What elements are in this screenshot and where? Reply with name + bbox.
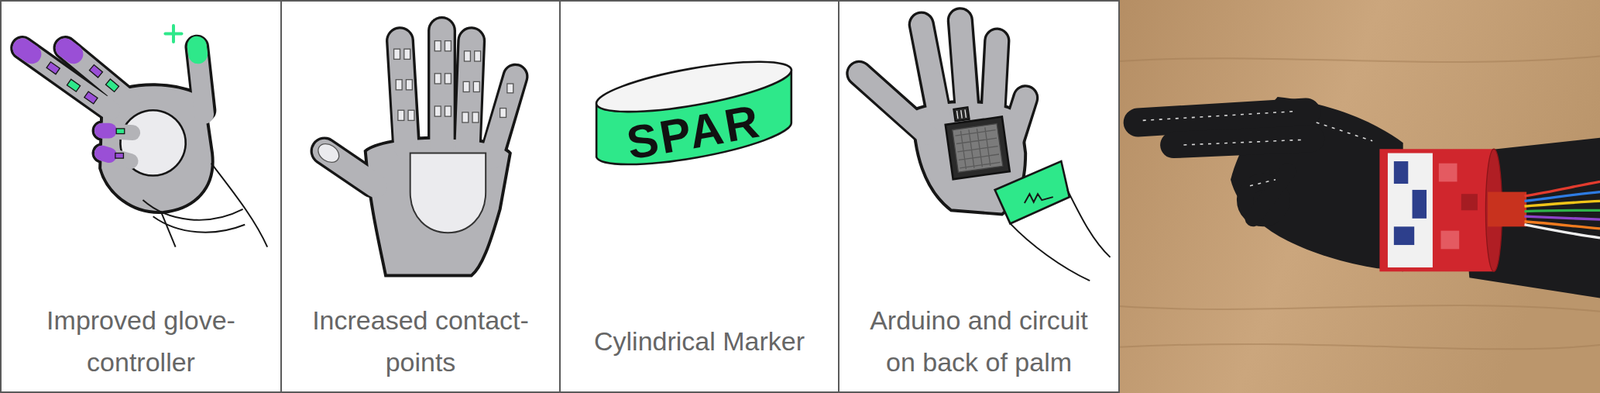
caption-text: Cylindrical Marker bbox=[593, 319, 805, 362]
arm-line bbox=[161, 212, 176, 248]
caption-text: Increased contact-points bbox=[304, 298, 537, 384]
contact-pad bbox=[444, 73, 451, 84]
can-print bbox=[1412, 189, 1427, 219]
contact-pad bbox=[434, 41, 441, 52]
contact-pad bbox=[66, 78, 80, 92]
stitches bbox=[1143, 111, 1373, 186]
finger bbox=[921, 24, 941, 119]
contact-pad bbox=[395, 79, 402, 90]
wire bbox=[1524, 192, 1600, 202]
contact-pad bbox=[106, 78, 120, 92]
contact-pad bbox=[46, 61, 60, 75]
finger bbox=[992, 41, 997, 119]
contact-pad bbox=[434, 106, 441, 117]
caption-text: Improved glove-controller bbox=[24, 298, 258, 384]
component bbox=[953, 106, 969, 121]
panel-box: Cylindrical Marker bbox=[559, 0, 840, 393]
plus-sign bbox=[164, 31, 182, 35]
contact-tip bbox=[102, 123, 110, 139]
panel-box: Arduino and circuit on back of palm bbox=[837, 0, 1120, 393]
contact-tip bbox=[22, 48, 32, 55]
caption-text: Arduino and circuit on back of palm bbox=[862, 298, 1096, 384]
contact-pad bbox=[462, 112, 469, 123]
scribble bbox=[1024, 193, 1054, 203]
panel-box: Increased contact-points bbox=[280, 0, 561, 393]
contact-pad bbox=[115, 153, 124, 159]
arm-line bbox=[1009, 223, 1090, 281]
can-print bbox=[1461, 193, 1478, 210]
can-print bbox=[1393, 161, 1408, 184]
can-print bbox=[1438, 163, 1458, 182]
finger bbox=[102, 153, 131, 162]
finger bbox=[960, 20, 968, 114]
contact-pad bbox=[444, 106, 451, 117]
glove-sketch bbox=[858, 20, 1110, 281]
wire bbox=[1524, 209, 1600, 211]
table-surface bbox=[1119, 0, 1600, 393]
photo bbox=[1119, 0, 1600, 393]
can bbox=[1379, 148, 1494, 272]
finger-outline bbox=[102, 153, 131, 162]
contact-pad bbox=[464, 51, 471, 62]
wire bbox=[1524, 224, 1600, 238]
caption-area: Cylindrical Marker bbox=[560, 295, 838, 386]
thumb bbox=[1006, 97, 1026, 158]
can-print bbox=[1440, 230, 1460, 250]
panel-box: Improved glove-controller bbox=[0, 0, 282, 393]
glove-thumb bbox=[1253, 171, 1288, 219]
glove-sketch bbox=[22, 25, 268, 248]
glove-finger bbox=[1137, 112, 1306, 123]
finger bbox=[429, 30, 454, 148]
wrist-band bbox=[995, 161, 1070, 224]
board bbox=[945, 116, 1010, 180]
contact-pad bbox=[314, 140, 343, 167]
contact-tip bbox=[65, 48, 74, 55]
contact-pad bbox=[404, 48, 411, 59]
wires bbox=[1524, 181, 1600, 237]
contact-pad bbox=[408, 109, 415, 121]
circuit-grid bbox=[954, 126, 1001, 171]
contact-pad bbox=[473, 81, 480, 92]
caption-area: Arduino and circuit on back of palm bbox=[839, 295, 1119, 386]
arduino-board bbox=[943, 102, 1010, 179]
caption-area: Increased contact-points bbox=[281, 295, 560, 386]
contact-pads bbox=[394, 41, 514, 123]
finger bbox=[858, 73, 927, 134]
cuff-line bbox=[142, 199, 243, 220]
glove-sketch bbox=[314, 30, 516, 276]
contact-pad bbox=[394, 48, 401, 59]
arm-line bbox=[1067, 189, 1110, 258]
thumb-tip bbox=[196, 45, 198, 55]
can-label bbox=[1387, 153, 1433, 268]
finger bbox=[490, 76, 516, 158]
contact-pad bbox=[463, 81, 470, 92]
arm-line bbox=[211, 163, 268, 248]
wire bbox=[1524, 200, 1600, 207]
palm-patch bbox=[410, 153, 487, 234]
contact-pad bbox=[84, 91, 98, 104]
component-pins bbox=[957, 109, 967, 119]
caption-area: Improved glove-controller bbox=[1, 295, 281, 386]
wire bbox=[1524, 216, 1600, 220]
contact-pad bbox=[405, 79, 413, 90]
contact-tip bbox=[102, 153, 110, 156]
contact-pad bbox=[474, 51, 481, 62]
contact-pad bbox=[398, 109, 405, 121]
contact-pad bbox=[472, 112, 479, 123]
connector bbox=[1487, 192, 1527, 227]
contact-pad bbox=[444, 41, 451, 52]
contact-pad bbox=[507, 83, 514, 93]
wood-grain bbox=[1119, 55, 1600, 349]
circuit bbox=[952, 123, 1003, 173]
finger bbox=[65, 48, 131, 103]
can-print bbox=[1393, 226, 1415, 245]
contact-pad bbox=[500, 108, 507, 118]
contact-pad bbox=[89, 65, 103, 78]
contact-pad bbox=[434, 73, 441, 84]
contact-pad bbox=[116, 128, 125, 134]
